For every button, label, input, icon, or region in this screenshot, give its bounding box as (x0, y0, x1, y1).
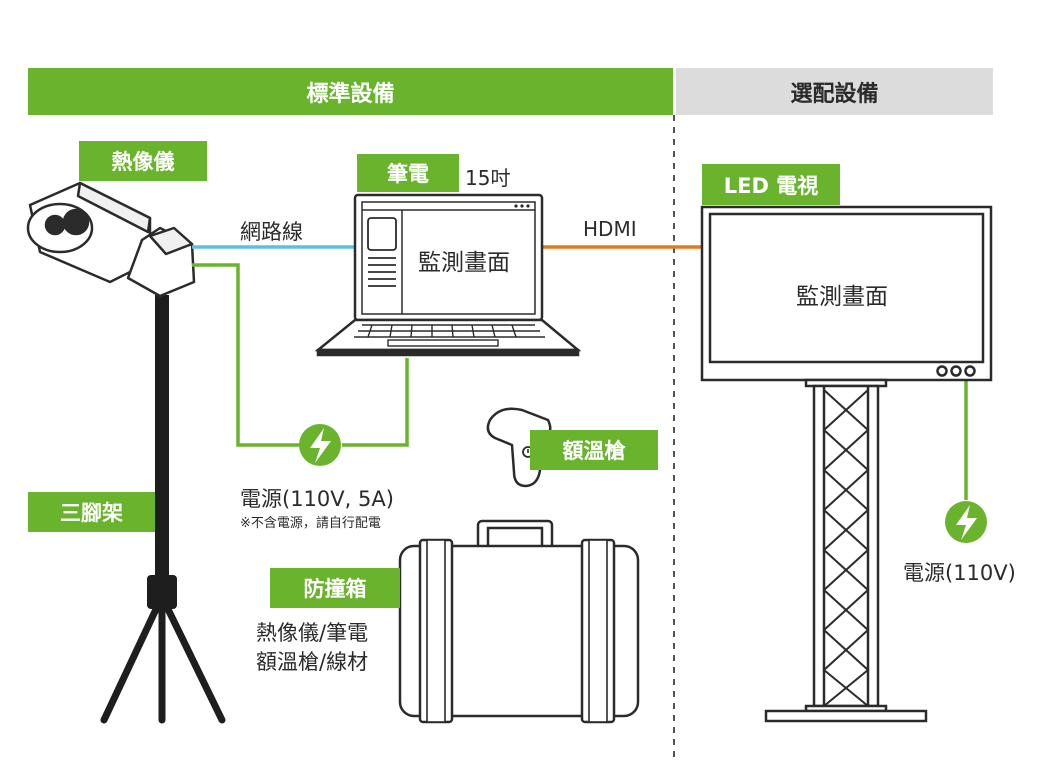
led-tv-icon (700, 205, 993, 382)
laptop-size-label: 15吋 (465, 166, 511, 190)
led-tv-tag: LED 電視 (702, 164, 840, 205)
laptop-tag: 筆電 (357, 154, 459, 192)
thermal-camera-tag: 熱像儀 (79, 141, 207, 181)
laptop-icon (314, 193, 582, 357)
thermal-camera-icon (26, 181, 196, 298)
case-icon (398, 519, 640, 724)
optional-equipment-banner: 選配設備 (790, 81, 879, 107)
laptop-screen-label: 監測畫面 (418, 250, 510, 276)
forehead-gun-tag: 額溫槍 (530, 430, 658, 470)
tripod (100, 295, 226, 724)
hdmi-label: HDMI (583, 217, 637, 241)
tv-screen-label: 監測畫面 (796, 284, 888, 310)
laptop-power-line (342, 358, 409, 447)
standard-banner-bg (28, 68, 673, 115)
tripod-tag: 三腳架 (28, 492, 155, 532)
standard-equipment-banner: 標準設備 (306, 81, 395, 107)
power-note-label: ※不含電源，請自行配電 (240, 516, 381, 531)
optional-banner-bg (676, 68, 993, 115)
lightning-bolt-icon (945, 501, 987, 543)
case-contents-line1: 熱像儀/筆電 (256, 621, 369, 645)
camera-power-line (192, 263, 300, 447)
lightning-bolt-icon (299, 424, 341, 466)
case-tag: 防撞箱 (270, 568, 400, 608)
power-tv-label: 電源(110V) (903, 561, 1016, 585)
case-contents-line2: 額溫槍/線材 (256, 650, 369, 674)
power-main-label: 電源(110V, 5A) (240, 487, 394, 511)
network-cable-label: 網路線 (240, 220, 303, 244)
truss-stand (764, 378, 928, 723)
